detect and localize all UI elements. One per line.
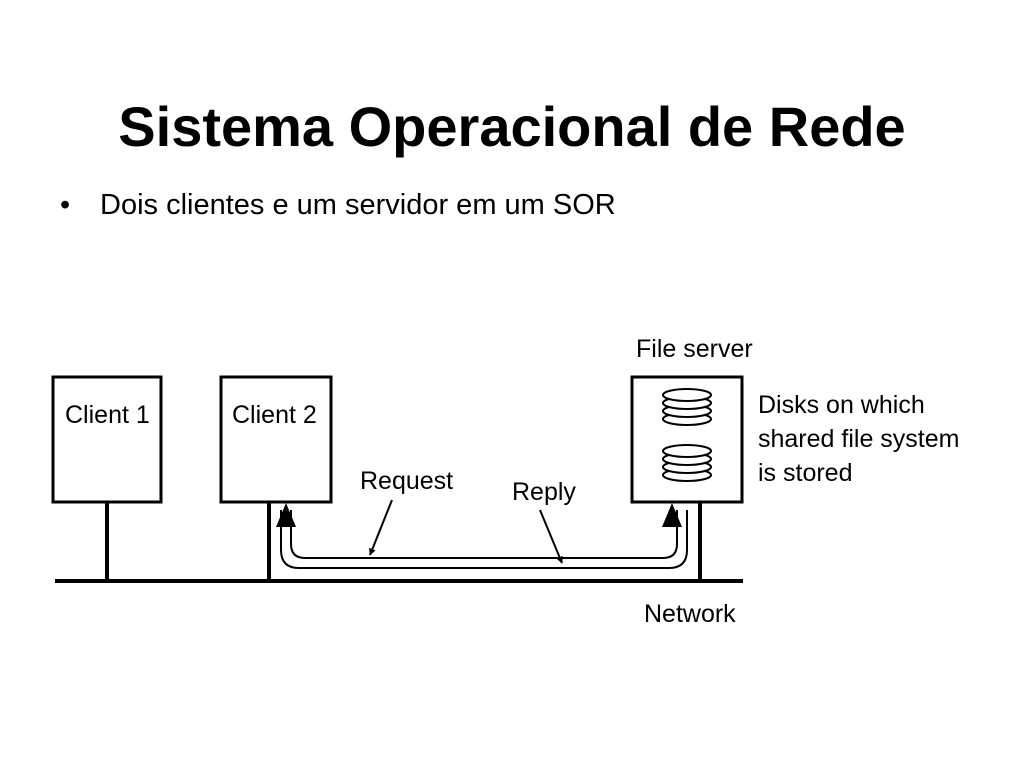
bullet-item: • Dois clientes e um servidor em um SOR [60,188,616,223]
disks-description-line: Disks on which [758,391,925,419]
message-path [280,510,688,569]
reply-pointer-arrow [539,509,563,564]
file-server-label: File server [636,335,753,363]
disk-stack-icon [662,444,712,482]
client1-box [51,375,163,504]
arrowhead-up-icon [662,503,682,527]
bullet-text: Dois clientes e um servidor em um SOR [100,189,616,221]
network-label: Network [644,600,736,628]
bullet-list: • Dois clientes e um servidor em um SOR [60,188,616,223]
request-pointer-arrow [369,499,393,556]
slide-title: Sistema Operacional de Rede [118,94,906,158]
disks-description-line: is stored [758,459,852,487]
disk-stack-icon [662,388,712,426]
client2-label: Client 2 [232,401,317,429]
disks-description: Disks on which shared file system is sto… [758,391,966,487]
disks-description-line: shared file system [758,425,959,453]
message-path [290,510,678,559]
reply-label: Reply [512,478,576,506]
client1-label: Client 1 [65,401,150,429]
request-label: Request [360,467,453,495]
arrowhead-up-icon [276,503,296,527]
bullet-marker: • [60,189,71,221]
client2-box [219,375,333,504]
